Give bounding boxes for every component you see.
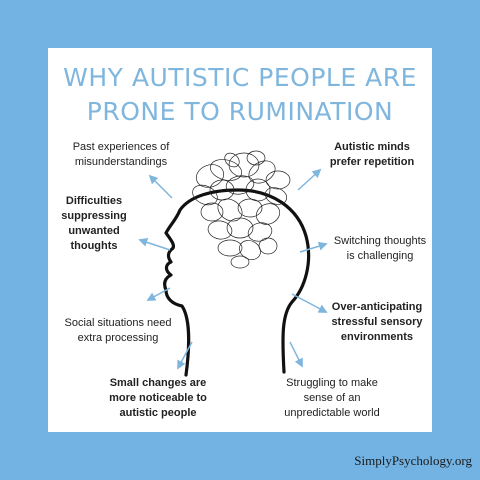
- head-profile-outline: [163, 188, 311, 377]
- arrow-repetition: [297, 168, 322, 191]
- arrow-anticipating: [291, 293, 328, 313]
- label-past-experiences-line-2: misunderstandings: [74, 156, 168, 168]
- label-over-anticipating: Over-anticipating stressful sensory envi…: [322, 300, 432, 345]
- infographic-card: WHY AUTISTIC PEOPLE ARE PRONE TO RUMINAT…: [48, 48, 432, 432]
- label-difficulties-line-3: unwanted: [68, 225, 120, 237]
- label-small-line-3: autistic people: [119, 407, 197, 419]
- tangled-thoughts-scribble: [192, 150, 291, 269]
- arrow-struggling: [289, 341, 303, 368]
- source-credit: SimplyPsychology.org: [354, 453, 472, 468]
- label-switching-line-1: Switching thoughts: [333, 235, 427, 247]
- label-difficulties-line-4: thoughts: [70, 240, 118, 252]
- label-anticipating-line-3: environments: [340, 331, 414, 343]
- arrow-past-experiences: [148, 174, 173, 199]
- title-line-1: WHY AUTISTIC PEOPLE ARE: [63, 63, 417, 92]
- label-anticipating-line-1: Over-anticipating: [331, 301, 423, 313]
- arrow-difficulties: [138, 238, 171, 251]
- label-social-line-2: extra processing: [77, 332, 159, 344]
- label-social-situations: Social situations need extra processing: [48, 316, 188, 346]
- label-past-experiences-line-1: Past experiences of: [72, 141, 170, 153]
- label-prefer-repetition: Autistic minds prefer repetition: [312, 140, 432, 170]
- label-struggling-line-3: unpredictable world: [284, 407, 380, 419]
- label-small-line-1: Small changes are: [109, 377, 207, 389]
- label-switching-thoughts: Switching thoughts is challenging: [330, 234, 430, 264]
- label-struggling-line-1: Struggling to make: [286, 377, 378, 389]
- label-anticipating-line-2: stressful sensory: [331, 316, 423, 328]
- arrow-social: [146, 287, 171, 301]
- label-social-line-1: Social situations need: [64, 317, 172, 329]
- arrow-small-changes: [177, 341, 193, 370]
- label-prefer-repetition-line-1: Autistic minds: [334, 141, 410, 153]
- label-struggling: Struggling to make sense of an unpredict…: [270, 376, 394, 421]
- label-difficulties-line-2: suppressing: [61, 210, 127, 222]
- title-line-2: PRONE TO RUMINATION: [86, 97, 394, 126]
- label-difficulties-suppressing: Difficulties suppressing unwanted though…: [54, 194, 134, 254]
- label-past-experiences: Past experiences of misunderstandings: [48, 140, 194, 170]
- label-difficulties-line-1: Difficulties: [65, 195, 123, 207]
- label-small-line-2: more noticeable to: [109, 392, 207, 404]
- label-switching-line-2: is challenging: [346, 250, 414, 262]
- label-prefer-repetition-line-2: prefer repetition: [329, 156, 415, 168]
- arrow-switching: [299, 241, 328, 253]
- label-small-changes: Small changes are more noticeable to aut…: [100, 376, 216, 421]
- label-struggling-line-2: sense of an: [303, 392, 361, 404]
